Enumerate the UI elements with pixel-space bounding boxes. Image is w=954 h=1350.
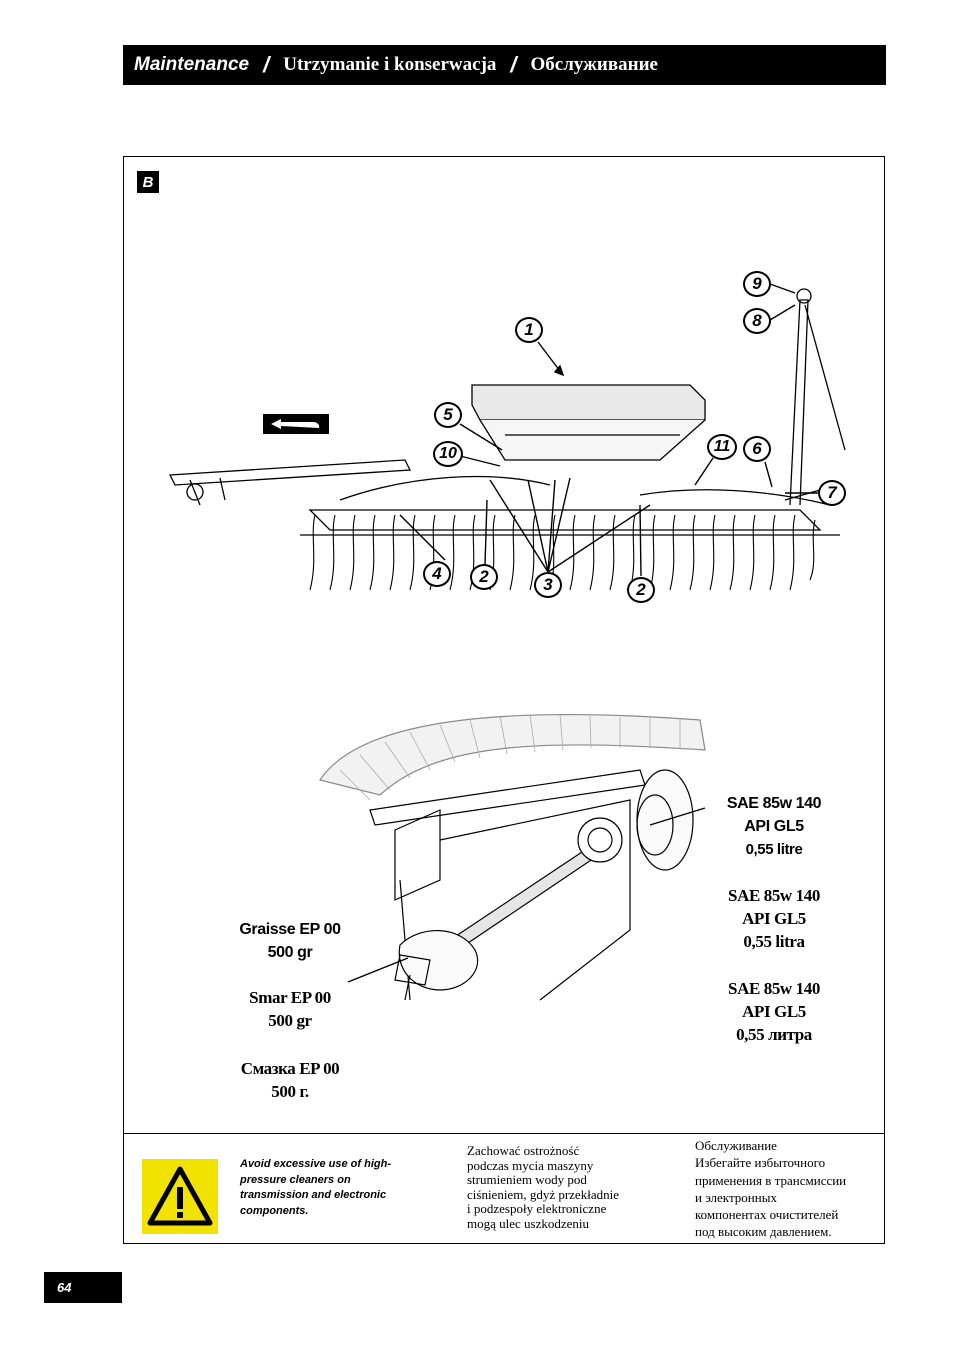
header-title-en: Maintenance bbox=[134, 54, 250, 75]
warning-text-en: Avoid excessive use of high-pressure cle… bbox=[240, 1158, 391, 1217]
frame-divider bbox=[123, 1133, 885, 1134]
callout-5: 5 bbox=[434, 402, 462, 428]
header-separator: / bbox=[510, 52, 517, 77]
seed-drill-illustration bbox=[168, 288, 846, 591]
warning-text-ru: Обслуживание Избегайте избыточного приме… bbox=[695, 1138, 847, 1240]
grease-spec-pl: Smar EP 00 500 gr bbox=[249, 988, 331, 1030]
callout-9: 9 bbox=[743, 271, 771, 297]
callout-8: 8 bbox=[743, 308, 771, 334]
page-number: 64 bbox=[44, 1272, 122, 1303]
header-title-pl: Utrzymanie i konserwacja bbox=[283, 54, 497, 75]
content-frame bbox=[123, 156, 885, 1244]
callout-2: 2 bbox=[470, 564, 498, 590]
header-title-ru: Обслуживание bbox=[530, 54, 658, 75]
warning-triangle-icon bbox=[142, 1159, 218, 1234]
header-separator: / bbox=[263, 52, 270, 77]
callout-4: 4 bbox=[423, 561, 451, 587]
callout-3: 3 bbox=[534, 572, 562, 598]
callout-1: 1 bbox=[515, 317, 543, 343]
callout-leader-lines bbox=[399, 283, 818, 577]
direction-arrow-icon bbox=[263, 414, 329, 434]
section-label: B bbox=[137, 171, 159, 193]
callout-10: 10 bbox=[433, 441, 463, 467]
gearbox-oil-spec-ru: SAE 85w 140 API GL5 0,55 литра bbox=[728, 979, 820, 1044]
callout-2: 2 bbox=[627, 577, 655, 603]
page-header: Maintenance / Utrzymanie i konserwacja /… bbox=[123, 45, 886, 85]
callout-6: 6 bbox=[743, 436, 771, 462]
grease-spec-fr: Graisse EP 00 500 gr bbox=[239, 921, 341, 961]
gearbox-oil-spec-en: SAE 85w 140 API GL5 0,55 litre bbox=[726, 795, 822, 858]
callout-7: 7 bbox=[818, 480, 846, 506]
warning-text-pl: Zachować ostrożność podczas mycia maszyn… bbox=[467, 1143, 619, 1231]
grease-spec-ru: Смазка EP 00 500 г. bbox=[240, 1059, 340, 1101]
gearbox-oil-spec-pl: SAE 85w 140 API GL5 0,55 litra bbox=[728, 886, 820, 951]
callout-11: 11 bbox=[707, 434, 737, 460]
transmission-illustration bbox=[319, 713, 706, 1001]
